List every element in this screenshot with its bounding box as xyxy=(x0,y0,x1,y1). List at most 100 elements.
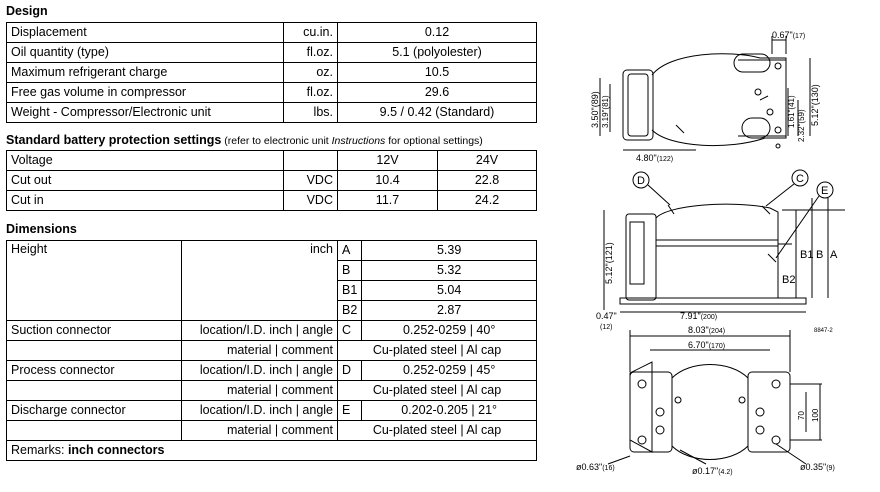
dimensions-heading: Dimensions xyxy=(6,222,77,236)
design-label: Weight - Compressor/Electronic unit xyxy=(6,102,284,123)
side-dim-b: B xyxy=(816,249,823,261)
top-dim-3-50: 3.50"(89) xyxy=(590,91,600,128)
top-dim-2-32: 2.32"(59) xyxy=(797,109,806,142)
connector-value: 0.252-0259 | 40° xyxy=(361,320,537,341)
base-dim-width: 8.03"(204) xyxy=(688,325,725,335)
compressor-dimension-drawing: 0.67"(17) 3.50"(89) 3.19"(81) 1.61"(41) … xyxy=(576,30,845,476)
height-value: 2.87 xyxy=(361,300,537,321)
side-view-drawing xyxy=(603,169,845,313)
callout-e: E xyxy=(821,185,828,197)
height-code: B1 xyxy=(336,280,363,301)
battery-header-12v: 12V xyxy=(337,150,438,171)
height-value: 5.39 xyxy=(361,240,537,261)
top-dim-3-19: 3.19"(81) xyxy=(601,95,610,128)
connector-value: 0.252-0259 | 45° xyxy=(361,360,537,381)
remarks-value: inch connectors xyxy=(67,443,165,457)
battery-value-12v: 10.4 xyxy=(337,170,438,191)
connector-spec-label: location/I.D. inch | angle xyxy=(181,360,338,381)
design-label: Free gas volume in compressor xyxy=(6,82,284,103)
top-dim-offset: 0.67"(17) xyxy=(772,30,805,40)
base-dim-hole-large: ø0.63"(16) xyxy=(576,462,615,472)
remarks-row: Remarks: inch connectors xyxy=(6,440,537,461)
height-label: Height xyxy=(6,240,182,321)
battery-value-12v: 11.7 xyxy=(337,190,438,211)
base-dim-70: 70 xyxy=(797,411,806,420)
design-value: 9.5 / 0.42 (Standard) xyxy=(337,102,537,123)
design-value: 5.1 (polyolester) xyxy=(337,42,537,63)
design-row: Oil quantity (type)fl.oz.5.1 (polyoleste… xyxy=(6,42,537,63)
battery-heading-title: Standard battery protection settings xyxy=(6,133,222,147)
design-label: Oil quantity (type) xyxy=(6,42,284,63)
top-view-drawing xyxy=(599,36,811,151)
battery-unit: VDC xyxy=(283,170,338,191)
design-unit: cu.in. xyxy=(283,22,338,43)
design-unit: oz. xyxy=(283,62,338,83)
connector-code: D xyxy=(336,360,363,381)
base-dim-width-inner: 6.70"(170) xyxy=(688,340,725,350)
battery-header-label: Voltage xyxy=(6,150,284,171)
top-dim-5-12: 5.12"(130) xyxy=(810,84,820,126)
design-unit: fl.oz. xyxy=(283,82,338,103)
height-value: 5.04 xyxy=(361,280,537,301)
connector-value: 0.202-0.205 | 21° xyxy=(361,400,537,421)
connector-code: C xyxy=(336,320,363,341)
callout-d: D xyxy=(637,175,645,187)
design-heading: Design xyxy=(6,4,48,18)
connector-material-label: material | comment xyxy=(181,420,338,441)
connector-spec-label: location/I.D. inch | angle xyxy=(181,400,338,421)
base-dim-hole-small: ø0.17"(4.2) xyxy=(692,466,733,476)
battery-header-24v: 24V xyxy=(437,150,537,171)
design-unit: fl.oz. xyxy=(283,42,338,63)
connector-blank xyxy=(6,420,182,441)
height-unit: inch xyxy=(181,240,338,321)
connector-name: Suction connector xyxy=(6,320,182,341)
side-dim-width: 7.91"(200) xyxy=(680,311,717,321)
battery-label: Cut out xyxy=(6,170,284,191)
top-dim-4-80: 4.80"(122) xyxy=(636,153,673,163)
design-value: 29.6 xyxy=(337,82,537,103)
side-dim-stand: 0.47" xyxy=(596,311,617,321)
side-dim-stand-mm: (12) xyxy=(600,324,612,331)
design-unit: lbs. xyxy=(283,102,338,123)
battery-label: Cut in xyxy=(6,190,284,211)
battery-header-row: Voltage 12V 24V xyxy=(6,150,537,171)
height-value: 5.32 xyxy=(361,260,537,281)
design-label: Maximum refrigerant charge xyxy=(6,62,284,83)
design-value: 0.12 xyxy=(337,22,537,43)
connector-material-label: material | comment xyxy=(181,340,338,361)
connector-spec-label: location/I.D. inch | angle xyxy=(181,320,338,341)
base-view-drawing xyxy=(607,330,822,465)
battery-heading-note: (refer to electronic unit Instructions f… xyxy=(221,135,483,147)
battery-value-24v: 22.8 xyxy=(437,170,537,191)
battery-unit: VDC xyxy=(283,190,338,211)
side-dim-b1: B1 xyxy=(800,249,813,261)
connector-material: Cu-plated steel | Al cap xyxy=(337,420,537,441)
side-dim-a: A xyxy=(830,249,838,261)
connector-code: E xyxy=(336,400,363,421)
connector-material: Cu-plated steel | Al cap xyxy=(337,340,537,361)
remarks: Remarks: inch connectors xyxy=(6,440,537,461)
side-dim-height: 5.12"(121) xyxy=(604,242,614,284)
connector-material: Cu-plated steel | Al cap xyxy=(337,380,537,401)
design-value: 10.5 xyxy=(337,62,537,83)
battery-heading: Standard battery protection settings (re… xyxy=(6,133,483,148)
connector-material-label: material | comment xyxy=(181,380,338,401)
battery-value-24v: 24.2 xyxy=(437,190,537,211)
callout-c: C xyxy=(796,173,804,185)
top-dim-1-61: 1.61"(41) xyxy=(787,95,796,128)
design-label: Displacement xyxy=(6,22,284,43)
connector-blank xyxy=(6,340,182,361)
connector-name: Discharge connector xyxy=(6,400,182,421)
